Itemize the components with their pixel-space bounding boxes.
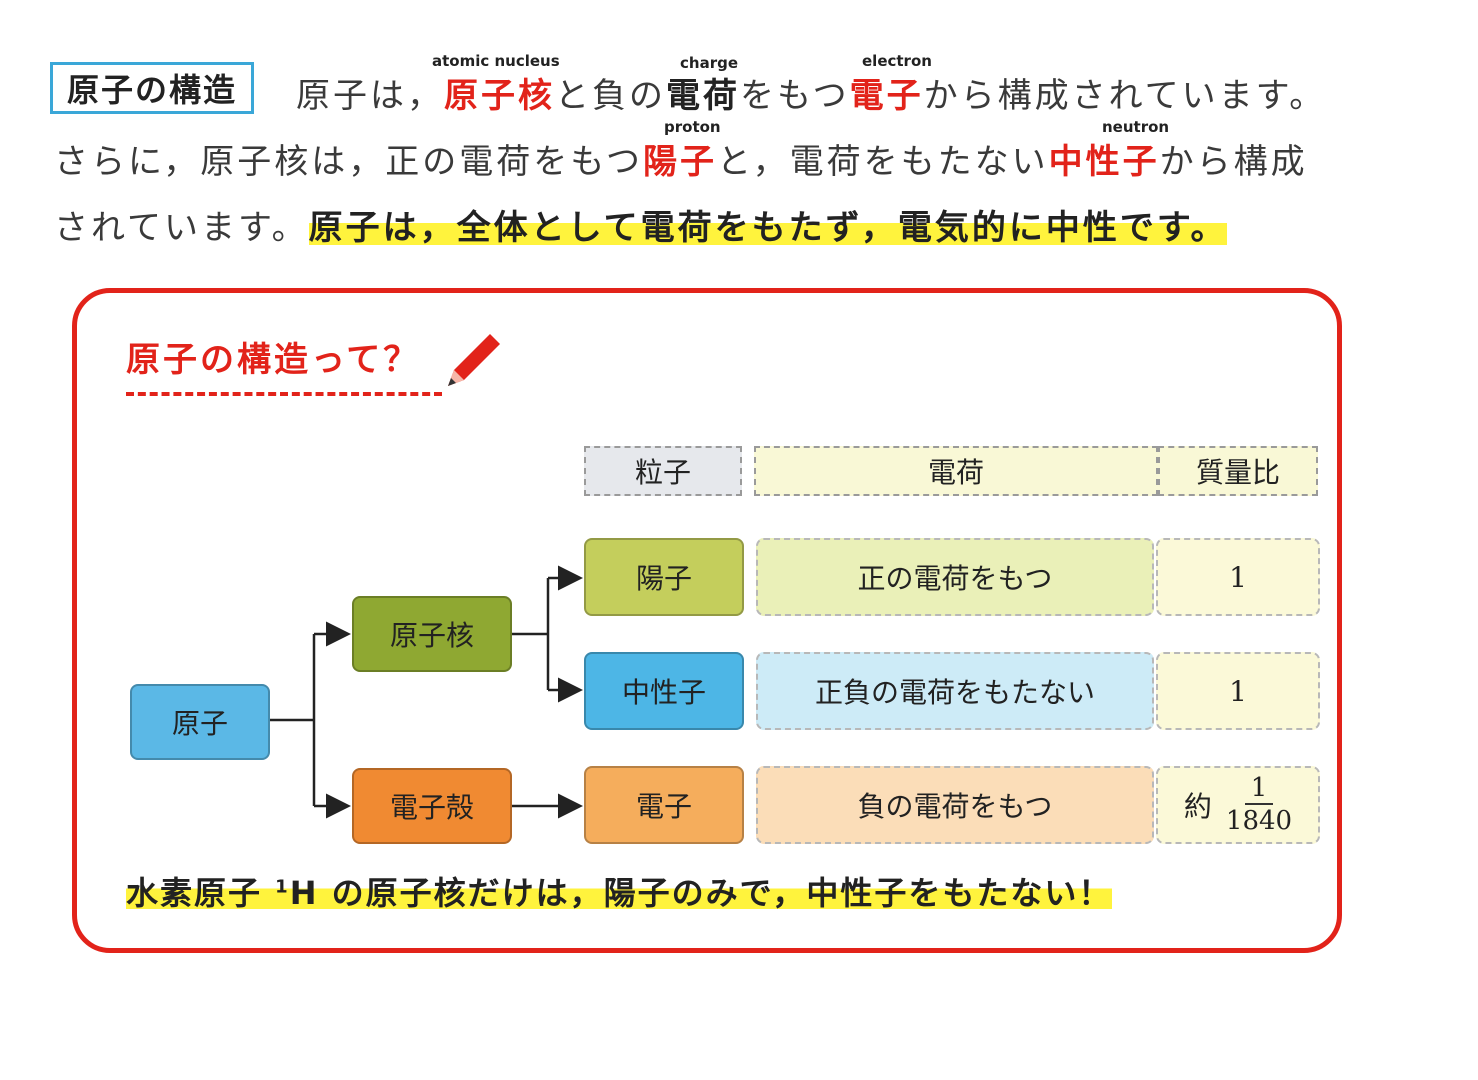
charge-proton: 正の電荷をもつ — [756, 538, 1154, 616]
mass-neutron: 1 — [1156, 652, 1320, 730]
charge-electron: 負の電荷をもつ — [756, 766, 1154, 844]
annotation-charge: charge — [680, 54, 739, 72]
note-text: 水素原子 — [126, 874, 276, 912]
annotation-proton: proton — [664, 118, 721, 136]
text: と，電荷をもたない — [716, 142, 1049, 182]
header-charge: 電荷 — [754, 446, 1158, 496]
key-point-highlight: 原子は，全体として電荷をもたず，電気的に中性です。 — [308, 208, 1228, 248]
text: さらに，原子核は，正の電荷をもつ — [54, 142, 643, 182]
hydrogen-note: 水素原子 1H の原子核だけは，陽子のみで，中性子をもたない！ — [126, 868, 1113, 914]
pencil-icon — [448, 334, 500, 386]
mass-electron: 約 1 1840 — [1156, 766, 1320, 844]
subtitle-underline — [126, 392, 442, 396]
term-neutron: 中性子 — [1048, 142, 1160, 182]
text: をもつ — [740, 76, 850, 116]
mass-approx-prefix: 約 — [1183, 790, 1212, 823]
note-highlight: 水素原子 1H の原子核だけは，陽子のみで，中性子をもたない！ — [126, 874, 1113, 912]
term-charge: 電荷 — [666, 76, 740, 116]
text: から構成 — [1159, 142, 1308, 182]
text: 原子は， — [296, 76, 444, 116]
node-electron-shell: 電子殻 — [352, 768, 512, 844]
section-title-box: 原子の構造 — [50, 62, 254, 114]
particle-proton: 陽子 — [584, 538, 744, 616]
particle-neutron: 中性子 — [584, 652, 744, 730]
particle-electron: 電子 — [584, 766, 744, 844]
fraction-numerator: 1 — [1244, 773, 1274, 805]
annotation-neutron: neutron — [1102, 118, 1170, 136]
mass-fraction: 1 1840 — [1226, 773, 1292, 837]
illustration-frame — [72, 288, 1342, 953]
term-electron: 電子 — [849, 76, 924, 116]
text: と負の — [555, 76, 666, 116]
box-subtitle: 原子の構造って？ — [126, 340, 421, 380]
term-atomic-nucleus: 原子核 — [444, 76, 555, 116]
node-atom: 原子 — [130, 684, 270, 760]
paragraph-line-3: されています。原子は，全体として電荷をもたず，電気的に中性です。 — [54, 200, 1228, 249]
text: されています。 — [54, 208, 309, 248]
term-proton: 陽子 — [642, 142, 717, 182]
node-atomic-nucleus: 原子核 — [352, 596, 512, 672]
annotation-electron: electron — [862, 52, 932, 70]
paragraph-line-2: さらに，原子核は，正の電荷をもつ陽子と，電荷をもたない中性子から構成 — [54, 134, 1308, 183]
mass-number-superscript: 1 — [275, 876, 290, 898]
header-mass-ratio: 質量比 — [1158, 446, 1318, 496]
annotation-atomic-nucleus: atomic nucleus — [432, 52, 560, 70]
header-particle: 粒子 — [584, 446, 742, 496]
paragraph-line-1: 原子は，原子核と負の電荷をもつ電子から構成されています。 — [296, 68, 1326, 117]
note-text: H の原子核だけは，陽子のみで，中性子をもたない！ — [289, 874, 1113, 912]
fraction-denominator: 1840 — [1225, 806, 1293, 836]
charge-neutron: 正負の電荷をもたない — [756, 652, 1154, 730]
mass-proton: 1 — [1156, 538, 1320, 616]
text: から構成されています。 — [923, 76, 1327, 116]
